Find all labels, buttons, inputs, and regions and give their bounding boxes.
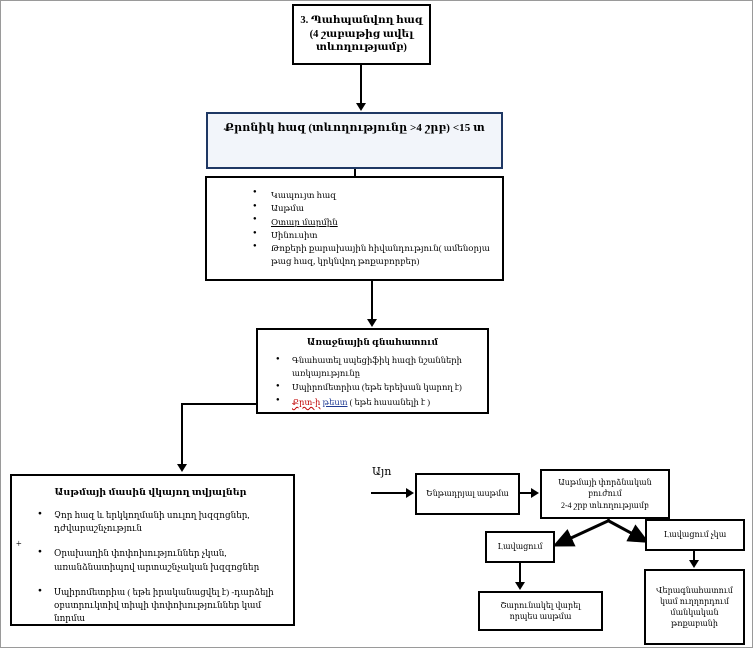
node-no-improvement-text: Լավացում չկա (663, 529, 727, 539)
node-continue-as-asthma: Շարունակել վարել որպես ասթմա (478, 591, 603, 631)
connector-initial-elbow-horizontal (181, 403, 258, 405)
node-reassess-or-refer-line3: մանկական (670, 608, 719, 617)
connector-improvement-to-continue (519, 563, 521, 583)
node-improvement: Լավացում (485, 531, 555, 563)
node-asthma-evidence-title: Ասթմայի մասին վկայող տվյալներ (54, 488, 247, 498)
list-item-spellchecked: Քրտ-ի թեստ ( եթե հասանելի է ) (276, 396, 481, 410)
node-no-improvement: Լավացում չկա (645, 519, 745, 551)
list-item: Օրախաղին փոփոխություններ չկան, առանձնատի… (38, 547, 285, 573)
arrowhead-improvement-to-continue (515, 582, 525, 590)
node-differential-diagnoses: Կապույտ հազ Ասթմա Օտար մարմին Սինուսիտ Թ… (205, 176, 504, 281)
node-reassess-or-refer-line2: կամ ուղղորդում (659, 596, 730, 606)
node-reassess-or-refer-line4: թոքաբանի (671, 619, 718, 629)
connector-suspected-to-trial (520, 492, 532, 494)
arrowhead-yes-to-suspected (406, 488, 414, 498)
node-reassess-or-refer-line1: Վերագնահատում (656, 585, 733, 595)
differential-list: Կապույտ հազ Ասթմա Օտար մարմին Սինուսիտ Թ… (213, 188, 496, 269)
node-suspected-asthma-text: Ենթադրյալ ասթմա (426, 488, 509, 498)
list-item: Գնահատել սպեցիֆիկ հազի նշանների առկայութ… (276, 354, 481, 380)
node-continue-as-asthma-line1: Շարունակել վարել (500, 600, 581, 610)
node-chronic-cough-text: Քրոնիկ հազ (տևողությունը >4 շրբ) <15 տ (224, 122, 485, 134)
arrowhead-suspected-to-trial (531, 488, 539, 498)
arrowhead-differential-to-initial (367, 319, 377, 327)
spellcheck-red-text: Քրտ-ի (292, 397, 321, 407)
list-item-suffix: ( եթե հասանելի է ) (349, 397, 431, 407)
node-continue-as-asthma-line2: որպես ասթմա (509, 612, 572, 621)
node-initial-assessment: Առաջնային գնահատում Գնահատել սպեցիֆիկ հա… (256, 328, 489, 414)
node-persistent-cough-line2: (4 շաբաթից ավել (309, 28, 414, 40)
connector-top-to-chronic (360, 65, 362, 104)
connector-initial-elbow-vertical (181, 403, 183, 465)
node-persistent-cough-line1: 3. Պահպանվող հազ (300, 14, 423, 26)
arrowhead-no-improvement-to-reassess (689, 560, 699, 568)
node-asthma-evidence: Ասթմայի մասին վկայող տվյալներ Չոր հազ և … (10, 474, 295, 626)
node-persistent-cough-line3: տևողությամբ) (316, 42, 407, 54)
node-persistent-cough: 3. Պահպանվող հազ (4 շաբաթից ավել տևողութ… (292, 4, 431, 65)
connector-trial-to-no-improvement (606, 518, 650, 543)
arrowhead-top-to-chronic (356, 103, 366, 111)
node-suspected-asthma: Ենթադրյալ ասթմա (415, 473, 520, 515)
plus-sign-annotation: + (16, 539, 22, 550)
list-item: Ասթմա (253, 202, 496, 214)
list-item: Կապույտ հազ (253, 188, 496, 201)
node-improvement-text: Լավացում (497, 541, 543, 551)
list-item: Սպիրոմետրիա ( եթե իրականացվել է) -դարձել… (38, 586, 285, 626)
spellcheck-blue-text: թեստ (322, 397, 348, 407)
initial-assessment-list: Գնահատել սպեցիֆիկ հազի նշանների առկայութ… (264, 354, 481, 411)
connector-chronic-to-differential (354, 169, 356, 177)
list-item: Թոքերի քարախային հիվանդություն( ամենօրյա… (253, 242, 496, 267)
node-reassess-or-refer: Վերագնահատում կամ ուղղորդում մանկական թո… (644, 569, 745, 645)
connector-differential-to-initial (371, 281, 373, 320)
node-treatment-trial-line1: Ասթմայի փորձնական բուժում (558, 478, 652, 499)
node-initial-assessment-title: Առաջնային գնահատում (306, 337, 439, 347)
arrowhead-initial-to-asthma (177, 464, 187, 472)
connector-trial-to-improvement (552, 518, 611, 547)
asthma-evidence-list: Չոր հազ և երկկողմանի սուլող խզզոցներ, դժ… (16, 509, 285, 625)
list-item: Չոր հազ և երկկողմանի սուլող խզզոցներ, դժ… (38, 509, 285, 535)
node-chronic-cough: Քրոնիկ հազ (տևողությունը >4 շրբ) <15 տ (206, 112, 503, 169)
list-item: Սպիրոմետրիա (եթե երեխան կարող է) (276, 382, 481, 395)
node-treatment-trial-line2: 2-4 շրբ տևողությամբ (560, 500, 649, 510)
node-treatment-trial: Ասթմայի փորձնական բուժում 2-4 շրբ տևողու… (540, 469, 670, 519)
label-yes: Այո (372, 466, 392, 478)
connector-no-improvement-to-reassess (693, 551, 695, 562)
list-item: Օտար մարմին (253, 215, 496, 228)
list-item: Սինուսիտ (253, 228, 496, 241)
connector-yes-to-suspected (371, 492, 407, 494)
